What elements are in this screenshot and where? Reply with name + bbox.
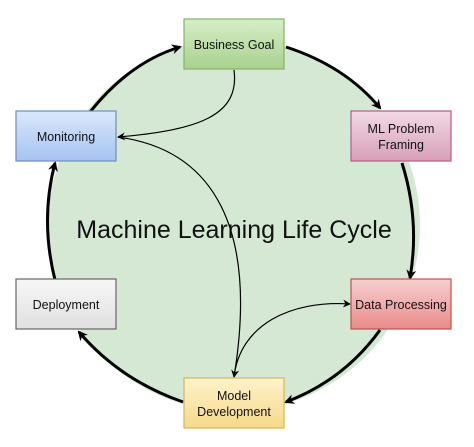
lifecycle-background-circle xyxy=(48,39,420,411)
node-monitoring[interactable]: Monitoring xyxy=(15,110,117,162)
node-business-goal[interactable]: Business Goal xyxy=(183,18,285,70)
arrow-business-goal-to-monitoring xyxy=(117,69,236,141)
node-ml-problem-framing[interactable]: ML Problem Framing xyxy=(350,110,452,162)
arrow-model-development-to-deployment xyxy=(77,330,184,404)
node-label-line-2: Framing xyxy=(378,138,424,152)
cycle-arrows xyxy=(46,44,417,404)
node-data-processing[interactable]: Data Processing xyxy=(350,278,452,330)
arrow-business-goal-to-ml-problem-framing xyxy=(285,45,382,110)
node-model-development[interactable]: Model Development xyxy=(183,377,285,429)
node-label: Data Processing xyxy=(355,298,447,312)
node-box xyxy=(15,278,117,330)
node-label-line-1: Model xyxy=(217,389,251,403)
arrow-monitoring-to-business-goal xyxy=(88,44,182,113)
arrow-deployment-to-monitoring xyxy=(46,161,58,281)
arrow-model-development-to-data-processing xyxy=(233,299,351,378)
node-label: Deployment xyxy=(33,298,100,312)
node-box xyxy=(15,110,117,162)
feedback-arrows xyxy=(117,69,351,378)
node-label: Monitoring xyxy=(37,130,95,144)
node-box xyxy=(183,18,285,70)
node-box xyxy=(350,110,452,162)
node-deployment[interactable]: Deployment xyxy=(15,278,117,330)
arrow-data-processing-to-model-development xyxy=(284,329,382,404)
arrow-monitoring-to-model-development xyxy=(117,136,242,378)
node-label: Business Goal xyxy=(194,38,275,52)
node-label-line-2: Development xyxy=(197,405,271,419)
node-box xyxy=(350,278,452,330)
arrow-ml-problem-framing-to-data-processing xyxy=(400,162,417,280)
node-label-line-1: ML Problem xyxy=(368,122,435,136)
node-box xyxy=(183,377,285,429)
diagram-title: Machine Learning Life Cycle xyxy=(76,216,391,244)
